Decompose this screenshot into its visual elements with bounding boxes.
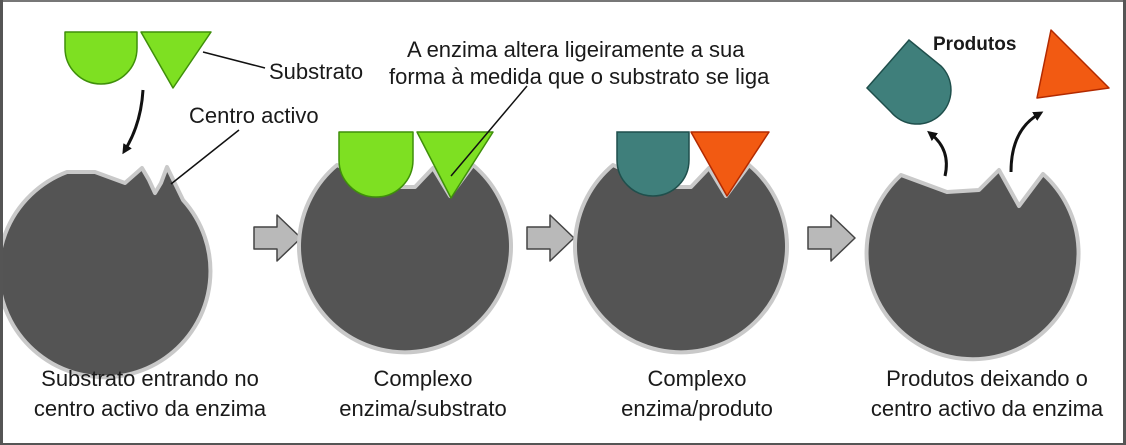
caption-stage-2-line1: Complexo (373, 366, 473, 391)
substrate-semicircle-1 (64, 31, 138, 85)
caption-stage-4-line2: centro activo da enzima (870, 396, 1104, 421)
caption-stage-3-line2: enzima/produto (621, 396, 773, 421)
substrate-label: Substrato (269, 59, 364, 84)
caption-stage-1-line1: Substrato entrando no (41, 366, 259, 391)
enzyme-3 (573, 163, 789, 355)
top-border (3, 0, 1123, 2)
step-arrow-2 (526, 214, 575, 262)
step-arrow-1 (253, 214, 302, 262)
caption-stage-2: Complexo enzima/substrato (313, 364, 533, 424)
substrate-semicircle-2 (338, 131, 414, 198)
caption-stage-2-line2: enzima/substrato (339, 396, 507, 421)
curved-arrow-icon-entry (122, 89, 145, 155)
curved-arrow-icon-1 (927, 130, 948, 177)
stage-1 (3, 31, 213, 380)
caption-stage-1-line2: centro activo da enzima (33, 396, 267, 421)
step-arrow-3 (807, 214, 856, 262)
caption-stage-1: Substrato entrando no centro activo da e… (25, 364, 275, 424)
active-site-label: Centro activo (189, 103, 319, 128)
substrate-pointer-line (202, 51, 266, 69)
product-drop-4 (865, 38, 952, 125)
caption-stage-4-line1: Produtos deixando o (886, 366, 1088, 391)
enzyme-4 (864, 168, 1081, 362)
products-label: Produtos (933, 34, 1017, 55)
shape-change-label-line2: forma à medida que o substrato se liga (389, 64, 770, 89)
diagram-canvas (3, 29, 1110, 380)
enzyme-1 (3, 165, 213, 380)
shape-change-label-line1: A enzima altera ligeiramente a sua (407, 37, 745, 62)
stage-3 (573, 131, 789, 355)
caption-stage-4: Produtos deixando o centro activo da enz… (855, 364, 1119, 424)
caption-stage-3: Complexo enzima/produto (587, 364, 807, 424)
enzyme-2 (297, 163, 513, 355)
product-semicircle-3 (616, 131, 690, 197)
caption-stage-3-line1: Complexo (647, 366, 747, 391)
shape-change-pointer-line (450, 85, 528, 177)
active-site-pointer-line (170, 129, 240, 185)
substrate-triangle-1 (140, 31, 212, 89)
stage-4 (864, 29, 1110, 362)
product-triangle-4 (1036, 29, 1110, 99)
product-triangle-3 (690, 131, 770, 197)
stage-2 (297, 131, 513, 355)
curved-arrow-icon-2 (1009, 111, 1044, 173)
